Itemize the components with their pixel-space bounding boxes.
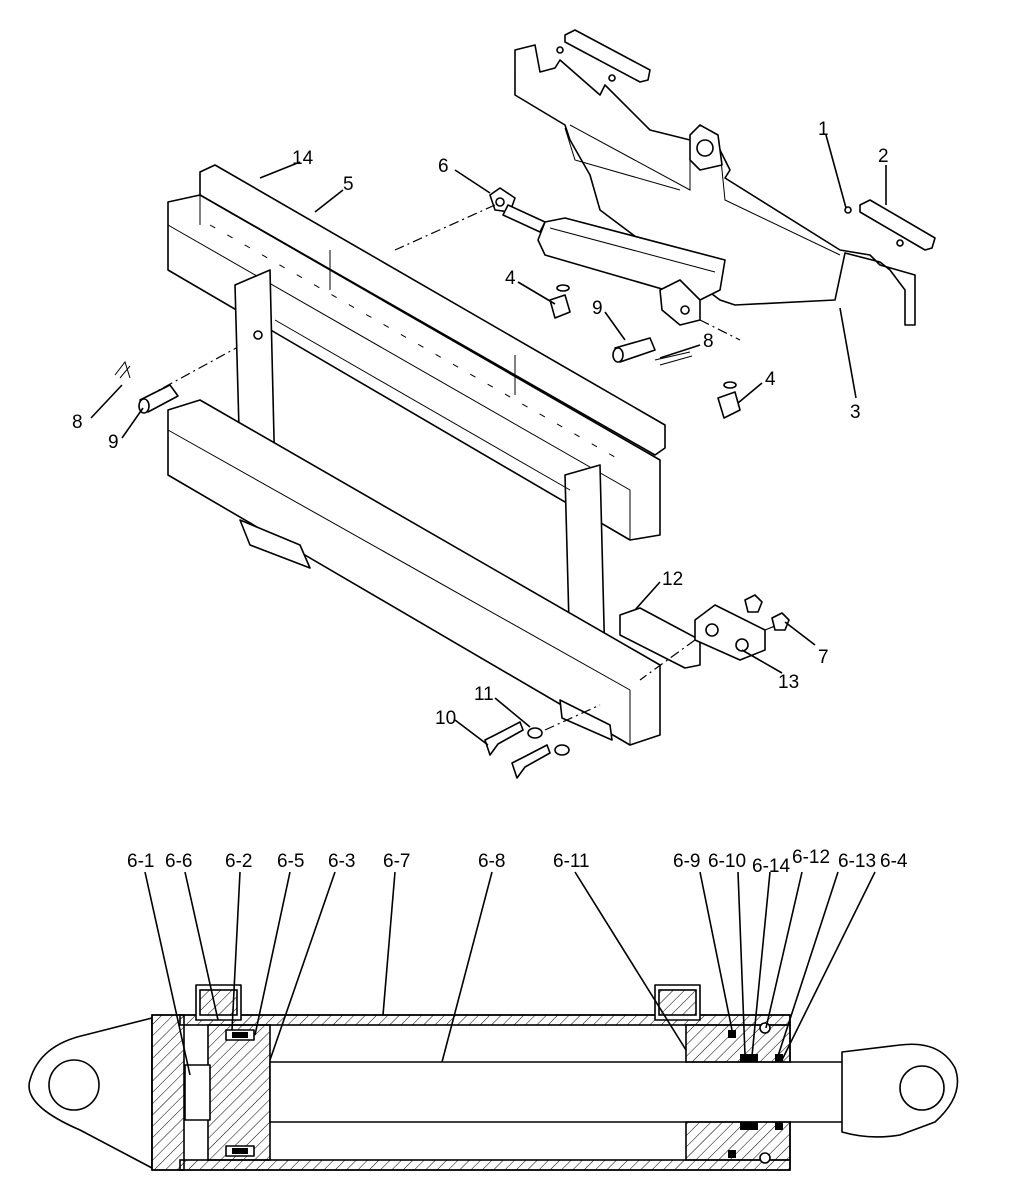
wear-strip-upper <box>556 29 651 83</box>
callout-9-left: 9 <box>108 432 119 453</box>
callout-6-5: 6-5 <box>277 851 304 872</box>
callout-10: 10 <box>435 708 456 729</box>
callout-2: 2 <box>878 146 889 167</box>
fitting-upper <box>549 284 571 319</box>
screw-1 <box>844 206 852 214</box>
clip-left <box>114 360 131 379</box>
callout-5: 5 <box>343 174 354 195</box>
callout-6-11: 6-11 <box>553 851 590 872</box>
mounting-bracket <box>514 44 916 326</box>
callout-8-right: 8 <box>703 331 714 352</box>
callout-6-13: 6-13 <box>838 851 876 872</box>
hydraulic-cylinder <box>489 187 726 326</box>
callout-6-9: 6-9 <box>673 851 700 872</box>
callout-13: 13 <box>778 672 799 693</box>
clip-right <box>654 351 693 366</box>
pin-left <box>138 384 179 414</box>
exploded-view: 1 2 3 4 4 5 6 7 8 8 9 9 10 11 12 13 14 <box>72 29 936 779</box>
nuts <box>744 594 790 631</box>
callout-9-right: 9 <box>592 298 603 319</box>
wear-strip-right <box>844 199 936 251</box>
bolts <box>484 704 601 779</box>
callout-1: 1 <box>818 119 829 140</box>
callout-14: 14 <box>292 148 314 169</box>
callout-6-4: 6-4 <box>880 851 908 872</box>
exploded-callouts: 1 2 3 4 4 5 6 7 8 8 9 9 10 11 12 13 14 <box>72 119 889 729</box>
callout-12: 12 <box>662 569 683 590</box>
callout-6: 6 <box>438 156 449 177</box>
callout-8-left: 8 <box>72 412 83 433</box>
pin-right <box>612 337 656 363</box>
section-leaders <box>144 871 876 1076</box>
section-view: 6-1 6-6 6-2 6-5 6-3 6-7 6-8 6-11 6-9 6-1… <box>28 847 959 1171</box>
wear-strip-lower <box>619 607 701 669</box>
callout-4-lower: 4 <box>765 369 776 390</box>
callout-6-10: 6-10 <box>708 851 746 872</box>
callout-6-8: 6-8 <box>478 851 505 872</box>
roller-block <box>639 604 786 681</box>
piston-nut <box>184 1064 211 1121</box>
centerline-cylinder <box>394 204 496 251</box>
gland-bottom <box>685 1121 791 1161</box>
callout-11: 11 <box>474 684 494 705</box>
callout-6-6: 6-6 <box>165 851 192 872</box>
callout-6-7: 6-7 <box>383 851 410 872</box>
callout-6-1: 6-1 <box>127 851 154 872</box>
callout-6-3: 6-3 <box>328 851 355 872</box>
callout-4-upper: 4 <box>505 268 516 289</box>
piston <box>207 1024 271 1161</box>
carriage-frame <box>167 164 666 746</box>
callout-6-2: 6-2 <box>225 851 252 872</box>
piston-rod <box>269 1061 846 1123</box>
callout-6-12: 6-12 <box>792 847 830 868</box>
callout-6-14: 6-14 <box>752 856 790 877</box>
fitting-lower <box>717 381 741 419</box>
section-callouts: 6-1 6-6 6-2 6-5 6-3 6-7 6-8 6-11 6-9 6-1… <box>127 847 908 877</box>
exploded-leaders <box>90 134 887 746</box>
callout-7: 7 <box>818 647 829 668</box>
end-cap <box>151 1014 185 1171</box>
callout-3: 3 <box>850 402 861 423</box>
gland-top <box>685 1024 791 1063</box>
